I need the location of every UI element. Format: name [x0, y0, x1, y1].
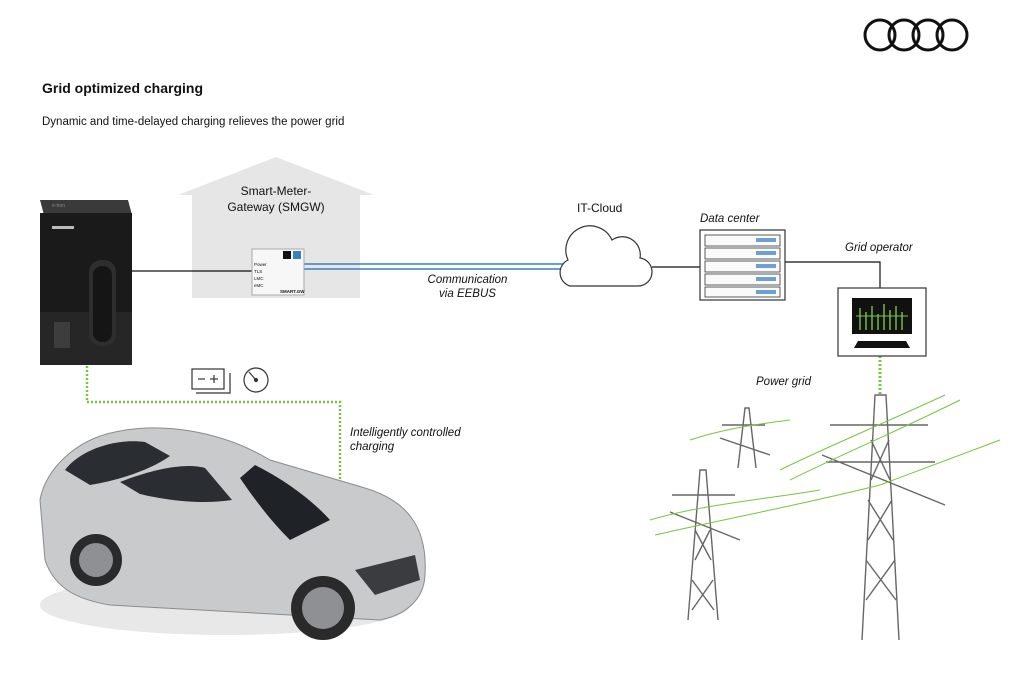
gateway-row: Power [254, 262, 267, 267]
data-center-label: Data center [700, 213, 760, 225]
page-title: Grid optimized charging [42, 80, 204, 96]
audi-rings-logo [863, 18, 969, 52]
data-center-rack [699, 229, 786, 301]
gateway-row: LMC [254, 276, 264, 281]
communication-label-line1: Communication [427, 274, 508, 286]
gateway-row: TLS [254, 269, 263, 274]
power-lines [649, 394, 1001, 536]
gateway-rows: Power TLS LMC eMC [254, 261, 267, 289]
house-label-line2: Gateway (SMGW) [227, 200, 325, 214]
timer-dial-icon [243, 367, 269, 393]
charging-label-line2: charging [350, 441, 395, 453]
house-label-line1: Smart-Meter- [240, 184, 312, 198]
battery-icon [191, 368, 231, 394]
power-grid-label: Power grid [756, 376, 811, 388]
grid-operator-monitor [837, 287, 927, 357]
wallbox-charger [40, 200, 132, 365]
it-cloud-icon [559, 225, 653, 287]
power-pylons [669, 394, 946, 641]
charging-label-line1: Intelligently controlled [350, 427, 461, 439]
car-illustration [39, 427, 426, 640]
house-shape [178, 157, 374, 298]
gateway-row: eMC [254, 283, 264, 288]
connection-lines [132, 261, 881, 290]
grid-operator-label: Grid operator [845, 242, 913, 254]
page-subtitle: Dynamic and time-delayed charging reliev… [42, 116, 345, 128]
gateway-brand: SMART.GW [280, 289, 305, 294]
communication-label-line2: via EEBUS [439, 288, 496, 300]
smart-gateway-device [251, 248, 305, 296]
it-cloud-label: IT-Cloud [577, 201, 623, 215]
wallbox-brand: e-tron [52, 203, 66, 209]
charging-link [85, 362, 342, 488]
